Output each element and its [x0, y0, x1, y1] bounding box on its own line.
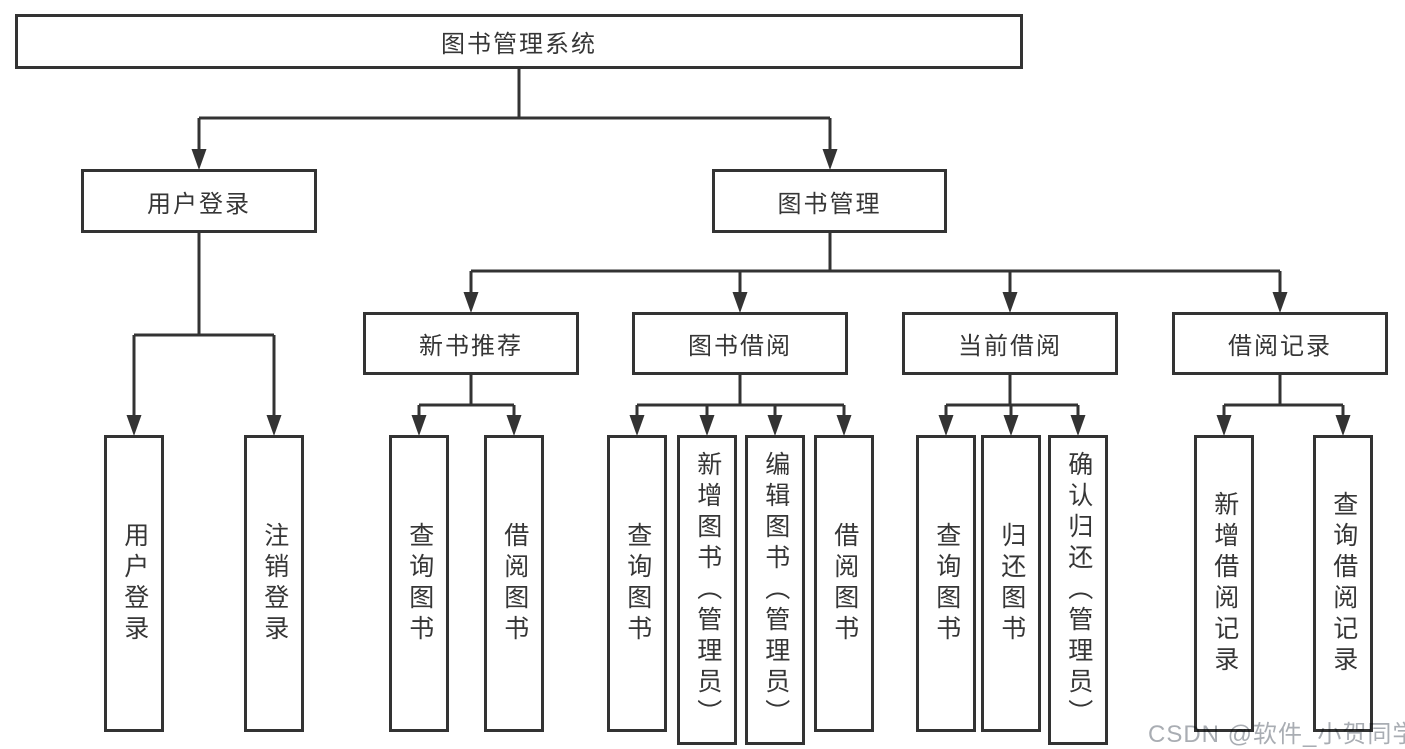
- leaf-logout: 注销登录: [244, 435, 304, 732]
- leaf-confirm-return-admin: 确认归还（管理员）: [1048, 435, 1108, 745]
- leaf-query-books-current: 查询图书: [916, 435, 976, 732]
- leaf-return-books-label: 归还图书: [997, 521, 1026, 646]
- leaf-return-books: 归还图书: [981, 435, 1041, 732]
- root-box-library-system: 图书管理系统: [15, 14, 1023, 69]
- leaf-add-books-admin-label: 新增图书（管理员）: [693, 450, 722, 730]
- leaf-edit-books-admin: 编辑图书（管理员）: [745, 435, 805, 745]
- leaf-query-books-recommend: 查询图书: [389, 435, 449, 732]
- leaf-add-books-admin: 新增图书（管理员）: [677, 435, 737, 745]
- leaf-borrow-books-recommend-label: 借阅图书: [500, 521, 529, 646]
- node-current-borrowing-label: 当前借阅: [958, 333, 1062, 360]
- leaf-confirm-return-admin-label: 确认归还（管理员）: [1064, 450, 1093, 730]
- leaf-add-borrow-record-label: 新增借阅记录: [1210, 490, 1239, 677]
- node-book-borrowing-box: 图书借阅: [632, 312, 848, 375]
- root-label: 图书管理系统: [441, 31, 597, 58]
- node-new-book-recommend-box: 新书推荐: [363, 312, 579, 375]
- branch-book-management-box: 图书管理: [712, 169, 947, 233]
- csdn-watermark: CSDN @软件_小贺同学: [1148, 721, 1405, 748]
- leaf-query-books-borrowing: 查询图书: [607, 435, 667, 732]
- leaf-query-books-recommend-label: 查询图书: [405, 521, 434, 646]
- branch-user-login-label: 用户登录: [147, 190, 251, 218]
- leaf-query-books-borrowing-label: 查询图书: [623, 521, 652, 646]
- node-book-borrowing-label: 图书借阅: [688, 333, 792, 360]
- leaf-borrow-books-borrowing: 借阅图书: [814, 435, 874, 732]
- leaf-add-borrow-record: 新增借阅记录: [1194, 435, 1254, 732]
- node-new-book-recommend-label: 新书推荐: [419, 333, 523, 360]
- leaf-edit-books-admin-label: 编辑图书（管理员）: [761, 450, 790, 730]
- node-borrow-records-box: 借阅记录: [1172, 312, 1388, 375]
- leaf-borrow-books-borrowing-label: 借阅图书: [830, 521, 859, 646]
- branch-book-management-label: 图书管理: [777, 190, 882, 218]
- leaf-user-login-label: 用户登录: [120, 521, 149, 646]
- leaf-borrow-books-recommend: 借阅图书: [484, 435, 544, 732]
- node-current-borrowing-box: 当前借阅: [902, 312, 1118, 375]
- leaf-user-login: 用户登录: [104, 435, 164, 732]
- branch-user-login-box: 用户登录: [81, 169, 317, 233]
- leaf-query-borrow-record-label: 查询借阅记录: [1329, 490, 1358, 677]
- node-borrow-records-label: 借阅记录: [1228, 333, 1332, 360]
- leaf-query-books-current-label: 查询图书: [932, 521, 961, 646]
- leaf-logout-label: 注销登录: [260, 521, 289, 646]
- leaf-query-borrow-record: 查询借阅记录: [1313, 435, 1373, 732]
